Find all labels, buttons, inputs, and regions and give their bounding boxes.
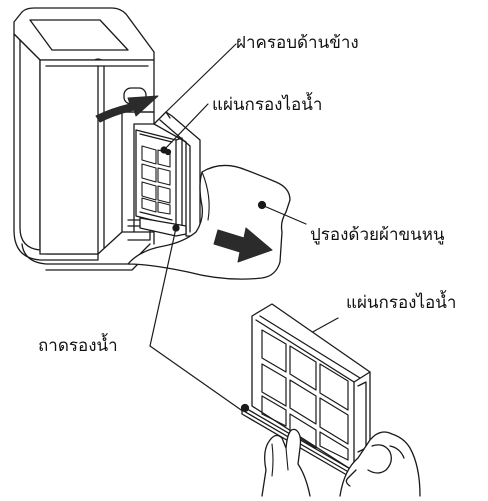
- filter-held-detail: [240, 303, 371, 479]
- leader-tray-lower: [149, 345, 245, 413]
- pull-out-arrow: [213, 227, 273, 263]
- leader-tray-upper: [149, 227, 177, 347]
- label-filter-top: แผ่นกรองไอน้ำ: [212, 95, 323, 115]
- leader-side-cover: [165, 43, 237, 113]
- right-hand: [339, 431, 421, 497]
- leader-filter-top: [163, 103, 209, 151]
- open-cover-arrow: [95, 95, 159, 123]
- humidifier-unit: [13, 7, 155, 271]
- left-hand: [261, 428, 311, 497]
- label-tray: ถาดรองน้ำ: [38, 336, 118, 356]
- label-towel: ปูรองด้วยผ้าขนหนู: [310, 225, 445, 245]
- humidifier-base: [21, 243, 151, 265]
- label-filter-bottom: แผ่นกรองไอน้ำ: [346, 293, 457, 313]
- filter-in-unit: [135, 129, 187, 237]
- leader-towel: [263, 205, 307, 225]
- label-side-cover: ฝาครอบด้านข้าง: [236, 33, 359, 53]
